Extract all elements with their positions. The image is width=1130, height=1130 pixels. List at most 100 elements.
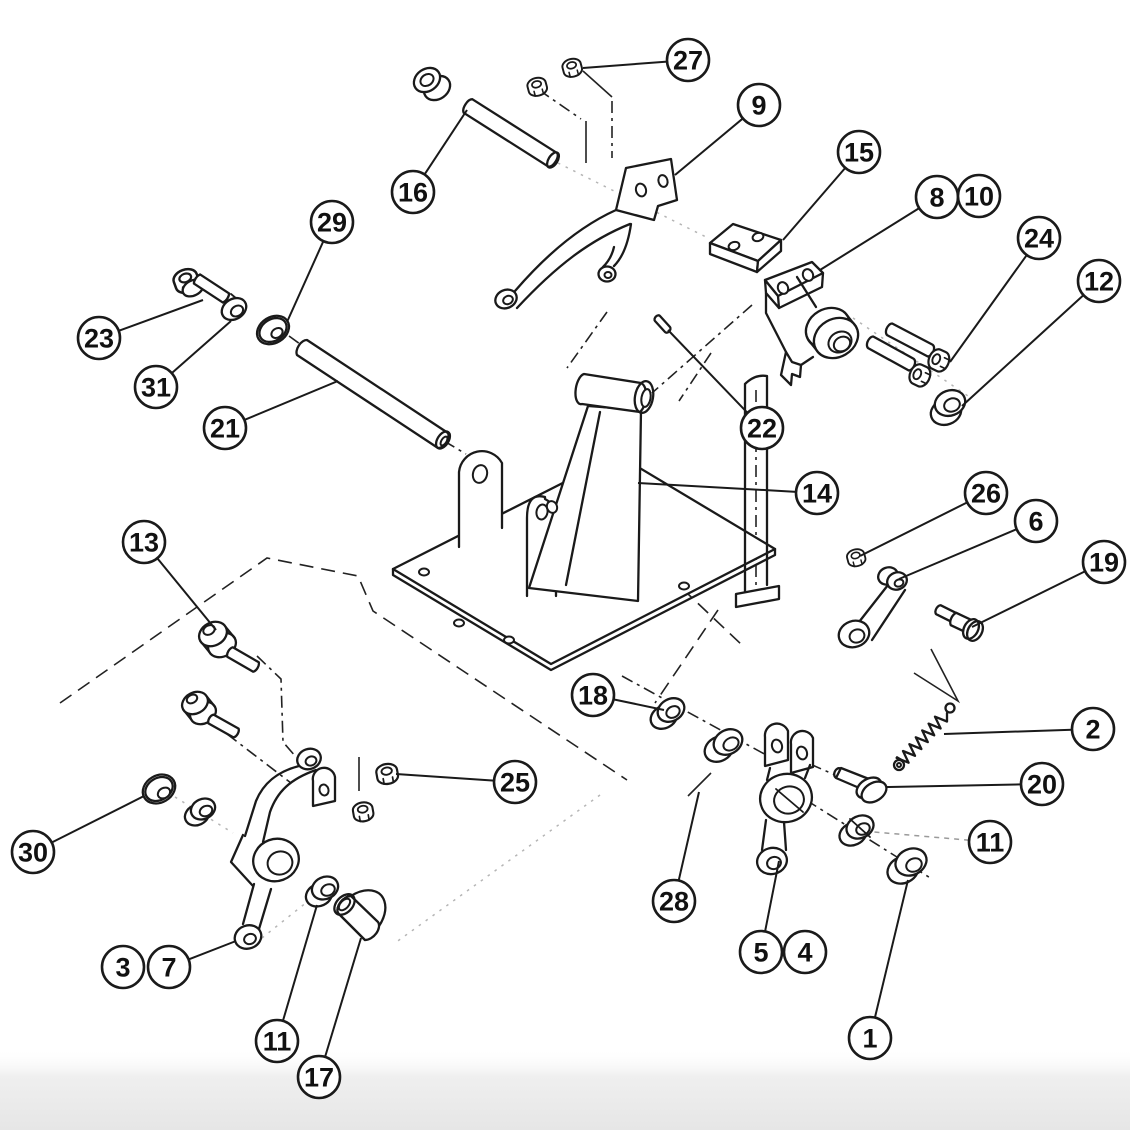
- bottom-shade-band: [0, 1048, 1130, 1130]
- callout-number-c7: 7: [161, 953, 176, 983]
- callout-number-c3: 3: [115, 953, 130, 983]
- part-bolt-23: [169, 264, 238, 306]
- callout-c7: 7: [146, 944, 192, 990]
- leader-lines: [51, 60, 1086, 1058]
- callout-circle-c18: [570, 672, 616, 718]
- part-bellcrank-3-7: [229, 747, 337, 950]
- callout-c11b: 11: [254, 1018, 300, 1064]
- callout-number-c18: 18: [578, 681, 608, 711]
- leader-c22: [667, 329, 749, 414]
- leader-c21: [244, 380, 339, 421]
- callout-circle-c23: [76, 315, 122, 361]
- callout-circle-c21: [202, 405, 248, 451]
- callout-number-c2: 2: [1085, 715, 1100, 745]
- callout-number-c28: 28: [659, 887, 689, 917]
- callout-number-c21: 21: [210, 414, 240, 444]
- callout-circle-c22: [739, 405, 785, 451]
- callout-c26: 26: [963, 470, 1009, 516]
- callout-c13: 13: [121, 519, 167, 565]
- callout-number-c17: 17: [304, 1063, 334, 1093]
- leader-c23: [118, 299, 204, 332]
- callout-number-c1: 1: [862, 1024, 877, 1054]
- callout-c14: 14: [794, 470, 840, 516]
- callout-number-c10: 10: [964, 182, 994, 212]
- callout-circle-c10: [956, 173, 1002, 219]
- callout-c25: 25: [492, 759, 538, 805]
- callout-circle-c4: [782, 929, 828, 975]
- part-nut-26: [844, 546, 868, 570]
- callout-c28: 28: [651, 878, 697, 924]
- leader-c8: [819, 207, 920, 271]
- leader-c5: [764, 860, 780, 932]
- callout-c24: 24: [1016, 215, 1062, 261]
- callout-c4: 4: [782, 929, 828, 975]
- callout-c6: 6: [1013, 498, 1059, 544]
- callout-number-c8: 8: [929, 183, 944, 213]
- part-curved-lever-9: [494, 157, 679, 310]
- callout-c1: 1: [847, 1015, 893, 1061]
- callout-c3: 3: [100, 944, 146, 990]
- callout-number-c16: 16: [398, 178, 428, 208]
- part-washer-29: [255, 314, 291, 346]
- callout-number-c20: 20: [1027, 770, 1057, 800]
- callout-number-c29: 29: [317, 208, 347, 238]
- callout-c19: 19: [1081, 539, 1127, 585]
- callout-circle-c30: [10, 829, 56, 875]
- part-bushing-16: [412, 66, 452, 102]
- callout-circle-c28: [651, 878, 697, 924]
- leader-c26: [859, 501, 968, 557]
- callout-circle-c7: [146, 944, 192, 990]
- callout-c31: 31: [133, 364, 179, 410]
- callout-circle-c11b: [254, 1018, 300, 1064]
- callout-circle-c11r: [967, 819, 1013, 865]
- callout-circle-c3: [100, 944, 146, 990]
- part-nut-25a: [374, 761, 401, 787]
- callout-number-c27: 27: [673, 46, 703, 76]
- part-bushing-11-right: [838, 814, 875, 847]
- callout-circle-c14: [794, 470, 840, 516]
- leader-c20: [886, 783, 1022, 788]
- callout-c10: 10: [956, 173, 1002, 219]
- callout-circle-c20: [1019, 761, 1065, 807]
- part-bolts-13: [180, 620, 261, 739]
- callout-number-c26: 26: [971, 479, 1001, 509]
- callout-number-c23: 23: [84, 324, 114, 354]
- callout-number-c24: 24: [1024, 224, 1054, 254]
- leader-c18: [613, 698, 665, 711]
- callout-number-c31: 31: [141, 373, 171, 403]
- part-nut-25b: [350, 799, 376, 824]
- callout-number-c13: 13: [129, 528, 159, 558]
- callout-circle-c1: [847, 1015, 893, 1061]
- parts-artwork: [141, 55, 985, 950]
- callout-circle-c16: [390, 169, 436, 215]
- callout-number-c14: 14: [802, 479, 832, 509]
- callout-c20: 20: [1019, 761, 1065, 807]
- callout-circle-c31: [133, 364, 179, 410]
- leader-c29: [286, 240, 325, 323]
- callout-c21: 21: [202, 405, 248, 451]
- leader-c11r: [873, 831, 970, 841]
- part-nut-27b: [559, 55, 585, 80]
- callout-circle-c24: [1016, 215, 1062, 261]
- part-tube-17: [333, 889, 387, 942]
- callout-circle-c25: [492, 759, 538, 805]
- callout-number-c22: 22: [747, 414, 777, 444]
- leader-c15: [782, 167, 847, 241]
- leader-c6: [898, 528, 1018, 580]
- callout-c9: 9: [736, 82, 782, 128]
- callout-c12: 12: [1076, 258, 1122, 304]
- part-pin-21: [295, 338, 452, 450]
- part-witness-28: [687, 772, 712, 797]
- callout-circle-c19: [1081, 539, 1127, 585]
- callout-c23: 23: [76, 315, 122, 361]
- leader-c2: [943, 728, 1073, 735]
- callout-c2: 2: [1070, 706, 1116, 752]
- leader-c17: [324, 937, 362, 1058]
- callout-c27: 27: [665, 37, 711, 83]
- part-bolts-24: [865, 322, 954, 391]
- callout-c17: 17: [296, 1054, 342, 1100]
- callout-circle-c12: [1076, 258, 1122, 304]
- callout-c30: 30: [10, 829, 56, 875]
- callout-circle-c13: [121, 519, 167, 565]
